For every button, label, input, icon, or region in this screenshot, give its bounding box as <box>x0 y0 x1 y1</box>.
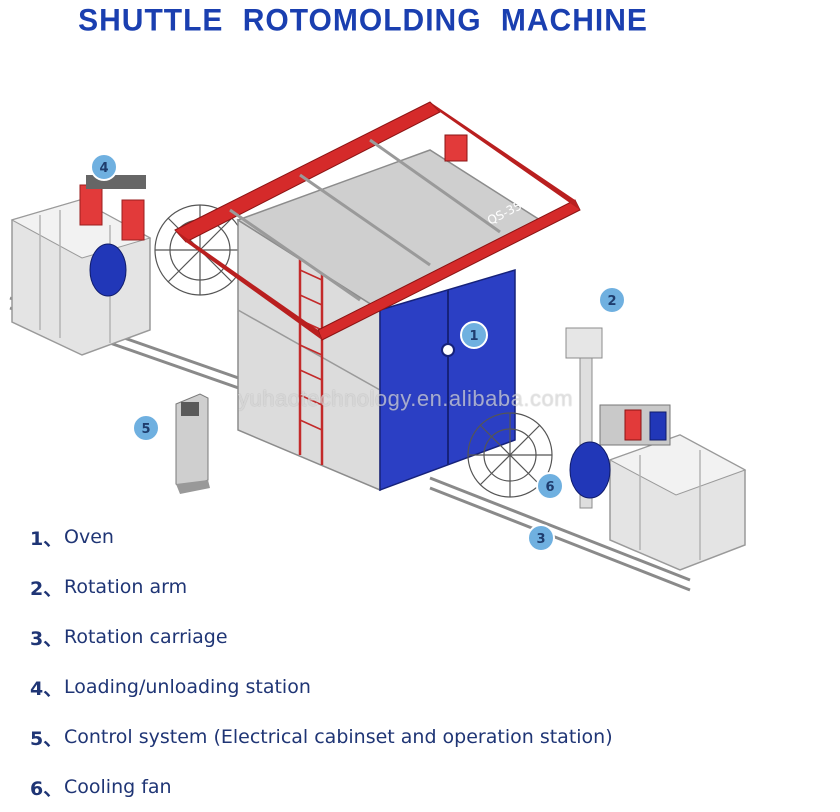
badge-4: 4 <box>90 153 118 181</box>
legend-label: Loading/unloading station <box>64 676 311 698</box>
page-title: SHUTTLE ROTOMOLDING MACHINE <box>78 3 648 38</box>
badge-2: 2 <box>598 286 626 314</box>
legend-item-rotation-carriage: 3、 Rotation carriage <box>30 612 810 662</box>
legend-number: 1、 <box>30 527 63 550</box>
legend-number: 3、 <box>30 627 63 650</box>
legend-item-loading-station: 4、 Loading/unloading station <box>30 662 810 712</box>
svg-text:6: 6 <box>545 480 554 495</box>
legend-number: 2、 <box>30 577 63 600</box>
legend-label: Cooling fan <box>64 776 172 798</box>
legend-number: 5、 <box>30 727 63 750</box>
machine-illustration: QS-3500 1 2 3 <box>9 101 747 592</box>
legend-number: 6、 <box>30 777 63 800</box>
badge-1: 1 <box>460 321 488 349</box>
legend-number: 4、 <box>30 677 63 700</box>
legend-item-oven: 1、 Oven <box>30 512 810 562</box>
svg-text:4: 4 <box>99 161 108 176</box>
right-loading-station <box>569 404 747 571</box>
badge-6: 6 <box>536 472 564 500</box>
oven-body <box>236 149 542 492</box>
legend: 1、 Oven 2、 Rotation arm 3、 Rotation carr… <box>30 512 810 812</box>
right-carriage-wheel <box>467 412 553 498</box>
watermark: yuhaotechnology.en.alibaba.com <box>238 386 574 411</box>
svg-text:2: 2 <box>607 294 616 309</box>
badge-5: 5 <box>132 414 160 442</box>
legend-label: Rotation arm <box>64 576 188 598</box>
legend-item-rotation-arm: 2、 Rotation arm <box>30 562 810 612</box>
legend-item-cooling-fan: 6、 Cooling fan <box>30 762 810 812</box>
svg-text:3: 3 <box>536 532 545 547</box>
legend-label: Control system (Electrical cabinset and … <box>64 726 613 748</box>
svg-text:5: 5 <box>141 422 150 437</box>
svg-text:1: 1 <box>469 329 478 344</box>
legend-label: Oven <box>64 526 114 548</box>
badge-3: 3 <box>527 524 555 552</box>
overhead-frame: QS-3500 <box>174 101 581 341</box>
control-station <box>175 393 210 494</box>
left-loading-station <box>10 175 152 356</box>
legend-label: Rotation carriage <box>64 626 228 648</box>
legend-item-control-system: 5、 Control system (Electrical cabinset a… <box>30 712 810 762</box>
